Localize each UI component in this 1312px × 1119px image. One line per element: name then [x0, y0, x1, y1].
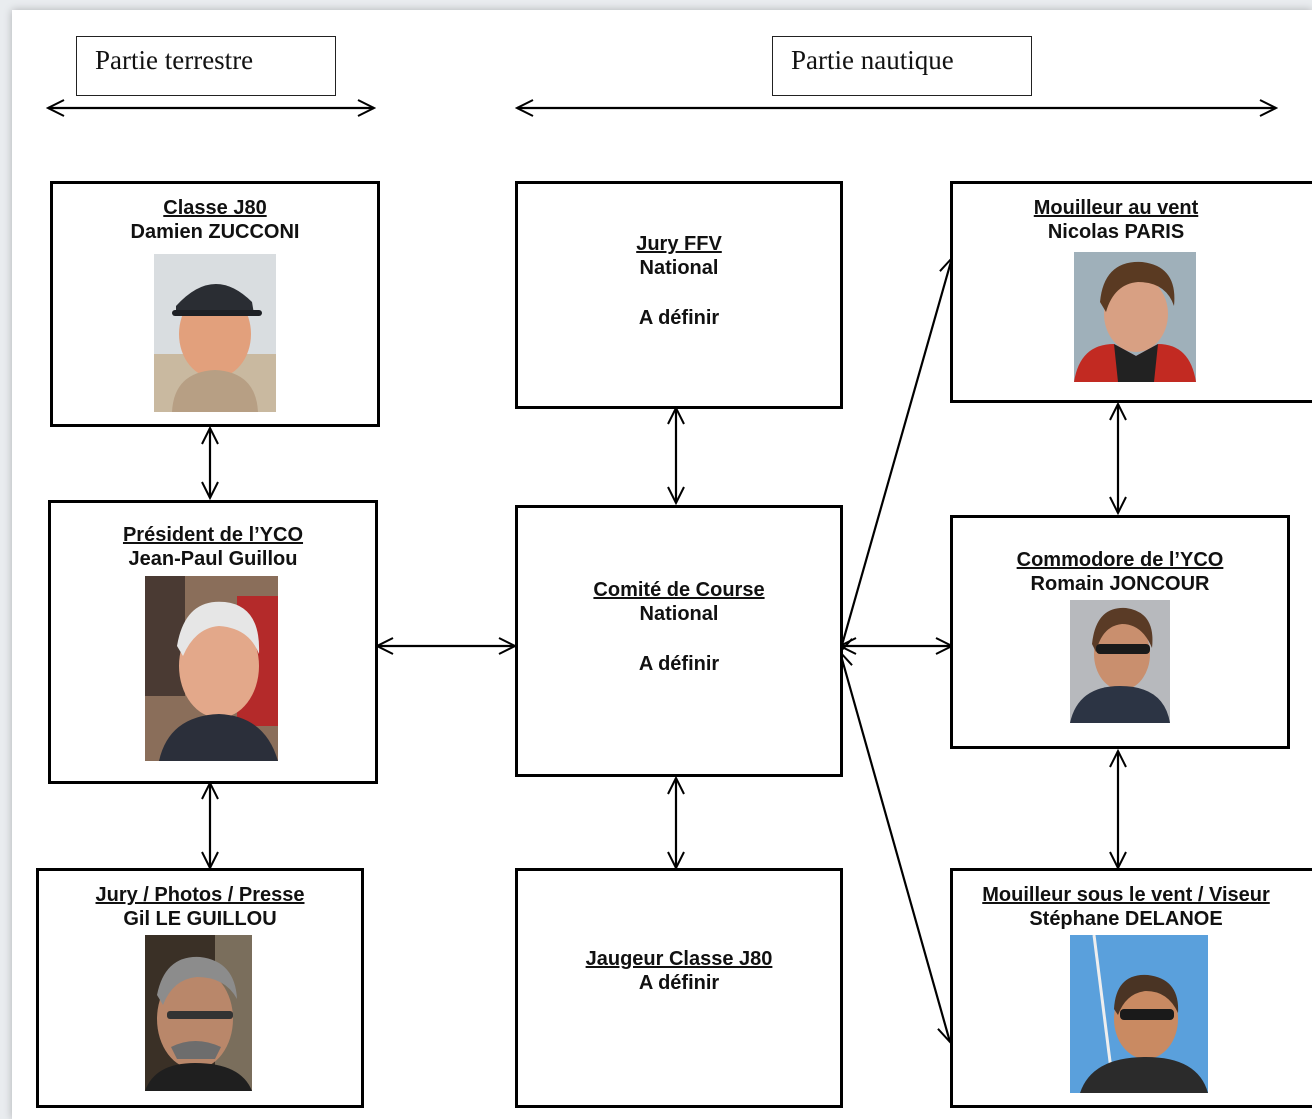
photo-jean-paul-guillou [145, 576, 278, 761]
photo-stephane-delanoe [1070, 935, 1208, 1093]
person-name: Gil LE GUILLOU [123, 908, 277, 930]
node-classe-j80: Classe J80 Damien ZUCCONI [50, 181, 380, 427]
status-label: A définir [638, 653, 720, 675]
node-comite-de-course: Comité de Course National A définir [515, 505, 843, 777]
level-label: National [639, 603, 719, 625]
connector-arrows [12, 10, 1312, 1119]
role-label: Classe J80 [163, 197, 267, 219]
photo-damien-zucconi [154, 254, 276, 412]
node-jaugeur: Jaugeur Classe J80 A définir [515, 868, 843, 1108]
node-mouilleur-sous-le-vent: Mouilleur sous le vent / Viseur Stéphane… [950, 868, 1312, 1108]
arrow-comite-mouilleur-vent [840, 258, 952, 652]
node-jury-ffv: Jury FFV National A définir [515, 181, 843, 409]
level-label: National [639, 257, 719, 279]
node-president: Président de l’YCO Jean-Paul Guillou [48, 500, 378, 784]
person-name: Jean-Paul Guillou [128, 548, 298, 570]
role-label: Jury / Photos / Presse [95, 884, 305, 906]
person-name: Nicolas PARIS [1047, 221, 1185, 243]
role-label: Mouilleur sous le vent / Viseur [982, 884, 1270, 906]
photo-romain-joncour [1070, 600, 1170, 723]
role-label: Comité de Course [593, 579, 765, 601]
section-land-label: Partie terrestre [76, 36, 336, 96]
photo-nicolas-paris [1074, 252, 1196, 382]
person-name: Stéphane DELANOE [1029, 908, 1223, 930]
photo-gil-le-guillou [145, 935, 252, 1091]
status-label: A définir [638, 307, 720, 329]
section-sea-label: Partie nautique [772, 36, 1032, 96]
person-name: Romain JONCOUR [1030, 573, 1210, 595]
role-label: Commodore de l’YCO [1016, 549, 1224, 571]
role-label: Jury FFV [636, 233, 722, 255]
node-mouilleur-au-vent: Mouilleur au vent Nicolas PARIS [950, 181, 1312, 403]
org-chart: Partie terrestre Partie nautique Classe … [12, 10, 1312, 1119]
person-name: Damien ZUCCONI [130, 221, 300, 243]
role-label: Mouilleur au vent [1033, 197, 1199, 219]
role-label: Président de l’YCO [122, 524, 304, 546]
arrow-comite-mouilleur-sous-vent [840, 652, 950, 1042]
role-label: Jaugeur Classe J80 [585, 948, 773, 970]
node-jury-photos-presse: Jury / Photos / Presse Gil LE GUILLOU [36, 868, 364, 1108]
node-commodore: Commodore de l’YCO Romain JONCOUR [950, 515, 1290, 749]
status-label: A définir [638, 972, 720, 994]
